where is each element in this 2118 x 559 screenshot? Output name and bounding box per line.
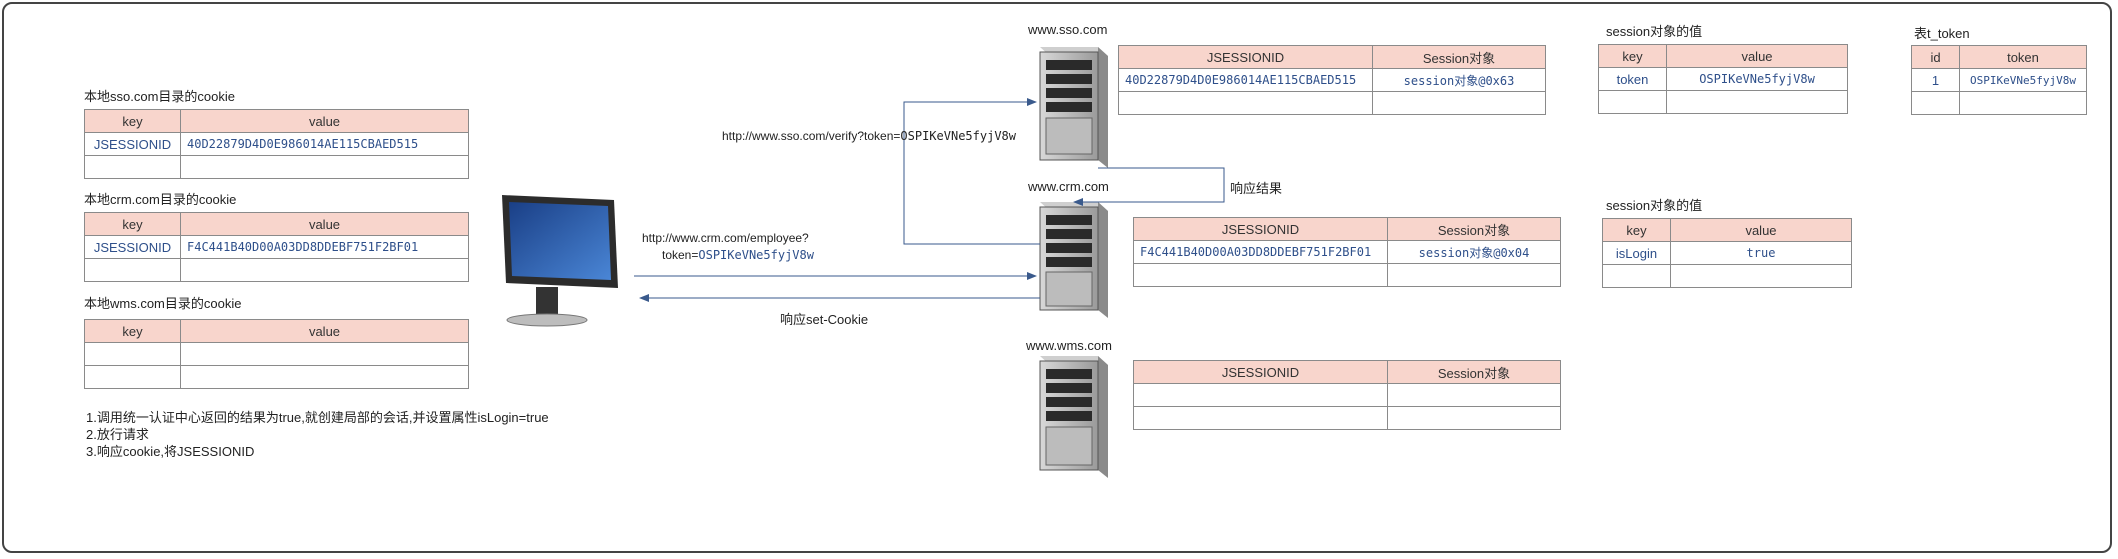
header-token: token — [1959, 45, 2087, 69]
session-value: OSPIKeVNe5fyjV8w — [1666, 67, 1848, 91]
header-value: value — [180, 319, 469, 343]
header-key: key — [84, 319, 181, 343]
session-value: true — [1670, 241, 1852, 265]
header-session-object: Session对象 — [1372, 45, 1546, 69]
session-id: F4C441B40D00A03DD8DDEBF751F2BF01 — [1133, 240, 1388, 264]
empty-cell — [1133, 383, 1388, 407]
employee-url-prefix: token= — [662, 248, 699, 262]
sso-cookie-title: 本地sso.com目录的cookie — [84, 89, 235, 104]
header-session-object: Session对象 — [1387, 360, 1561, 384]
empty-cell — [1387, 406, 1561, 430]
cookie-value: 40D22879D4D0E986014AE115CBAED515 — [180, 132, 469, 156]
server-icon — [1039, 202, 1108, 318]
empty-cell — [180, 155, 469, 179]
empty-cell — [180, 365, 469, 389]
employee-url-line2: token=OSPIKeVNe5fyjV8w — [662, 248, 814, 262]
header-value: value — [1670, 218, 1852, 242]
cookie-key: JSESSIONID — [84, 235, 181, 259]
header-value: value — [180, 109, 469, 133]
empty-cell — [1372, 91, 1546, 115]
header-key: key — [1602, 218, 1671, 242]
sso-session-values-title: session对象的值 — [1606, 24, 1703, 39]
note-2: 2.放行请求 — [86, 427, 149, 442]
empty-cell — [1959, 91, 2087, 115]
empty-cell — [1670, 264, 1852, 288]
header-id: id — [1911, 45, 1960, 69]
empty-cell — [1598, 90, 1667, 114]
token-id: 1 — [1911, 68, 1960, 92]
header-value: value — [180, 212, 469, 236]
empty-cell — [1666, 90, 1848, 114]
header-jsessionid: JSESSIONID — [1133, 217, 1388, 241]
arrow-verify-response — [1073, 167, 1225, 206]
empty-cell — [84, 258, 181, 282]
header-session-object: Session对象 — [1387, 217, 1561, 241]
note-3: 3.响应cookie,将JSESSIONID — [86, 444, 255, 459]
empty-cell — [1387, 383, 1561, 407]
empty-cell — [1602, 264, 1671, 288]
token-value: OSPIKeVNe5fyjV8w — [1959, 68, 2087, 92]
cookie-key: JSESSIONID — [84, 132, 181, 156]
verify-url-prefix: http://www.sso.com/verify?token= — [722, 129, 901, 143]
header-value: value — [1666, 44, 1848, 68]
empty-cell — [1133, 406, 1388, 430]
verify-url-token: OSPIKeVNe5fyjV8w — [900, 129, 1016, 143]
session-object: session对象@0x04 — [1387, 240, 1561, 264]
cookie-value: F4C441B40D00A03DD8DDEBF751F2BF01 — [180, 235, 469, 259]
set-cookie-label: 响应set-Cookie — [780, 312, 869, 327]
empty-cell — [84, 342, 181, 366]
server-icon — [1039, 356, 1108, 478]
session-object: session对象@0x63 — [1372, 68, 1546, 92]
empty-cell — [1911, 91, 1960, 115]
crm-cookie-title: 本地crm.com目录的cookie — [84, 192, 237, 207]
response-result-label: 响应结果 — [1230, 181, 1283, 196]
empty-cell — [1387, 263, 1561, 287]
verify-url-label: http://www.sso.com/verify?token=OSPIKeVN… — [722, 129, 1016, 143]
empty-cell — [180, 258, 469, 282]
note-1: 1.调用统一认证中心返回的结果为true,就创建局部的会话,并设置属性isLog… — [86, 410, 549, 425]
empty-cell — [1133, 263, 1388, 287]
empty-cell — [84, 155, 181, 179]
session-key: isLogin — [1602, 241, 1671, 265]
header-jsessionid: JSESSIONID — [1118, 45, 1373, 69]
header-jsessionid: JSESSIONID — [1133, 360, 1388, 384]
employee-url-token: OSPIKeVNe5fyjV8w — [698, 248, 814, 262]
wms-cookie-title: 本地wms.com目录的cookie — [84, 296, 242, 311]
empty-cell — [180, 342, 469, 366]
arrow-verify-request — [903, 98, 1040, 245]
session-key: token — [1598, 67, 1667, 91]
session-id: 40D22879D4D0E986014AE115CBAED515 — [1118, 68, 1373, 92]
server-label-wms: www.wms.com — [1026, 338, 1112, 353]
computer-monitor-icon — [502, 195, 618, 327]
crm-session-values-title: session对象的值 — [1606, 198, 1703, 213]
server-label-crm: www.crm.com — [1028, 179, 1109, 194]
employee-url-line1: http://www.crm.com/employee? — [642, 231, 809, 245]
header-key: key — [84, 212, 181, 236]
header-key: key — [1598, 44, 1667, 68]
server-icon — [1039, 47, 1108, 168]
empty-cell — [1118, 91, 1373, 115]
server-label-sso: www.sso.com — [1028, 22, 1108, 37]
t-token-title: 表t_token — [1914, 26, 1970, 41]
